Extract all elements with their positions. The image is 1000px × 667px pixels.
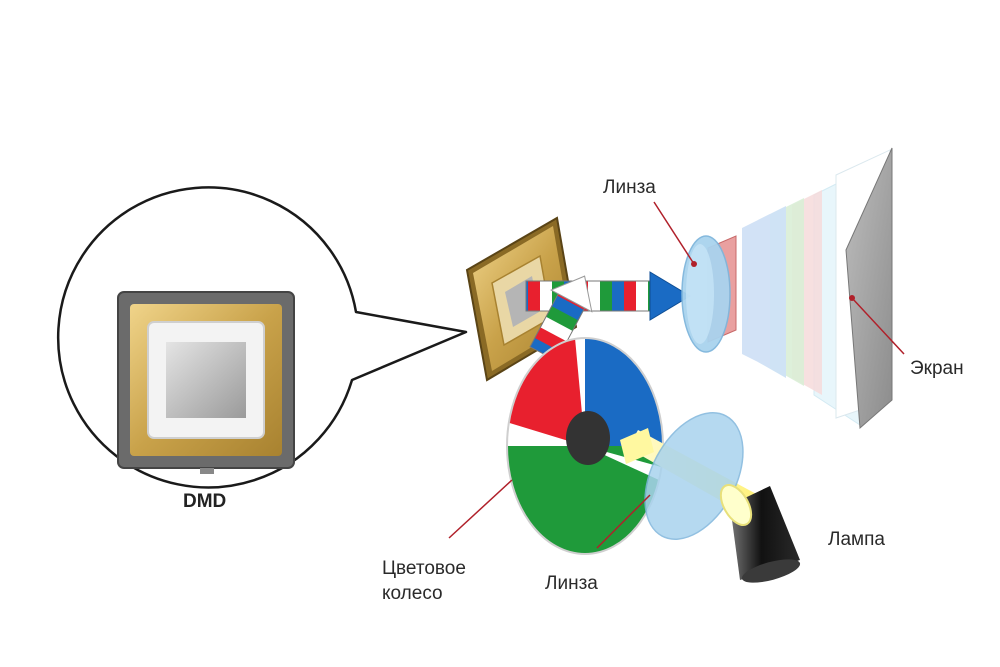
lens-top-label: Линза <box>603 177 656 198</box>
screen <box>845 147 893 430</box>
pointer-dot-lens <box>691 261 697 267</box>
light-beam-to-dmd <box>529 275 593 362</box>
screen-label: Экран <box>910 358 964 379</box>
lens-top <box>681 235 731 353</box>
dmd-label: DMD <box>183 491 227 512</box>
dmd-chip-magnified <box>117 291 295 474</box>
pointer-dot-screen <box>849 295 855 301</box>
lamp <box>719 484 801 583</box>
pointer-lines <box>448 201 905 549</box>
lamp-label: Лампа <box>828 529 885 550</box>
color-wheel-label-line1: Цветовое <box>382 558 466 579</box>
lens-bottom-label: Линза <box>545 573 598 594</box>
color-wheel-label-line2: колесо <box>382 583 443 604</box>
